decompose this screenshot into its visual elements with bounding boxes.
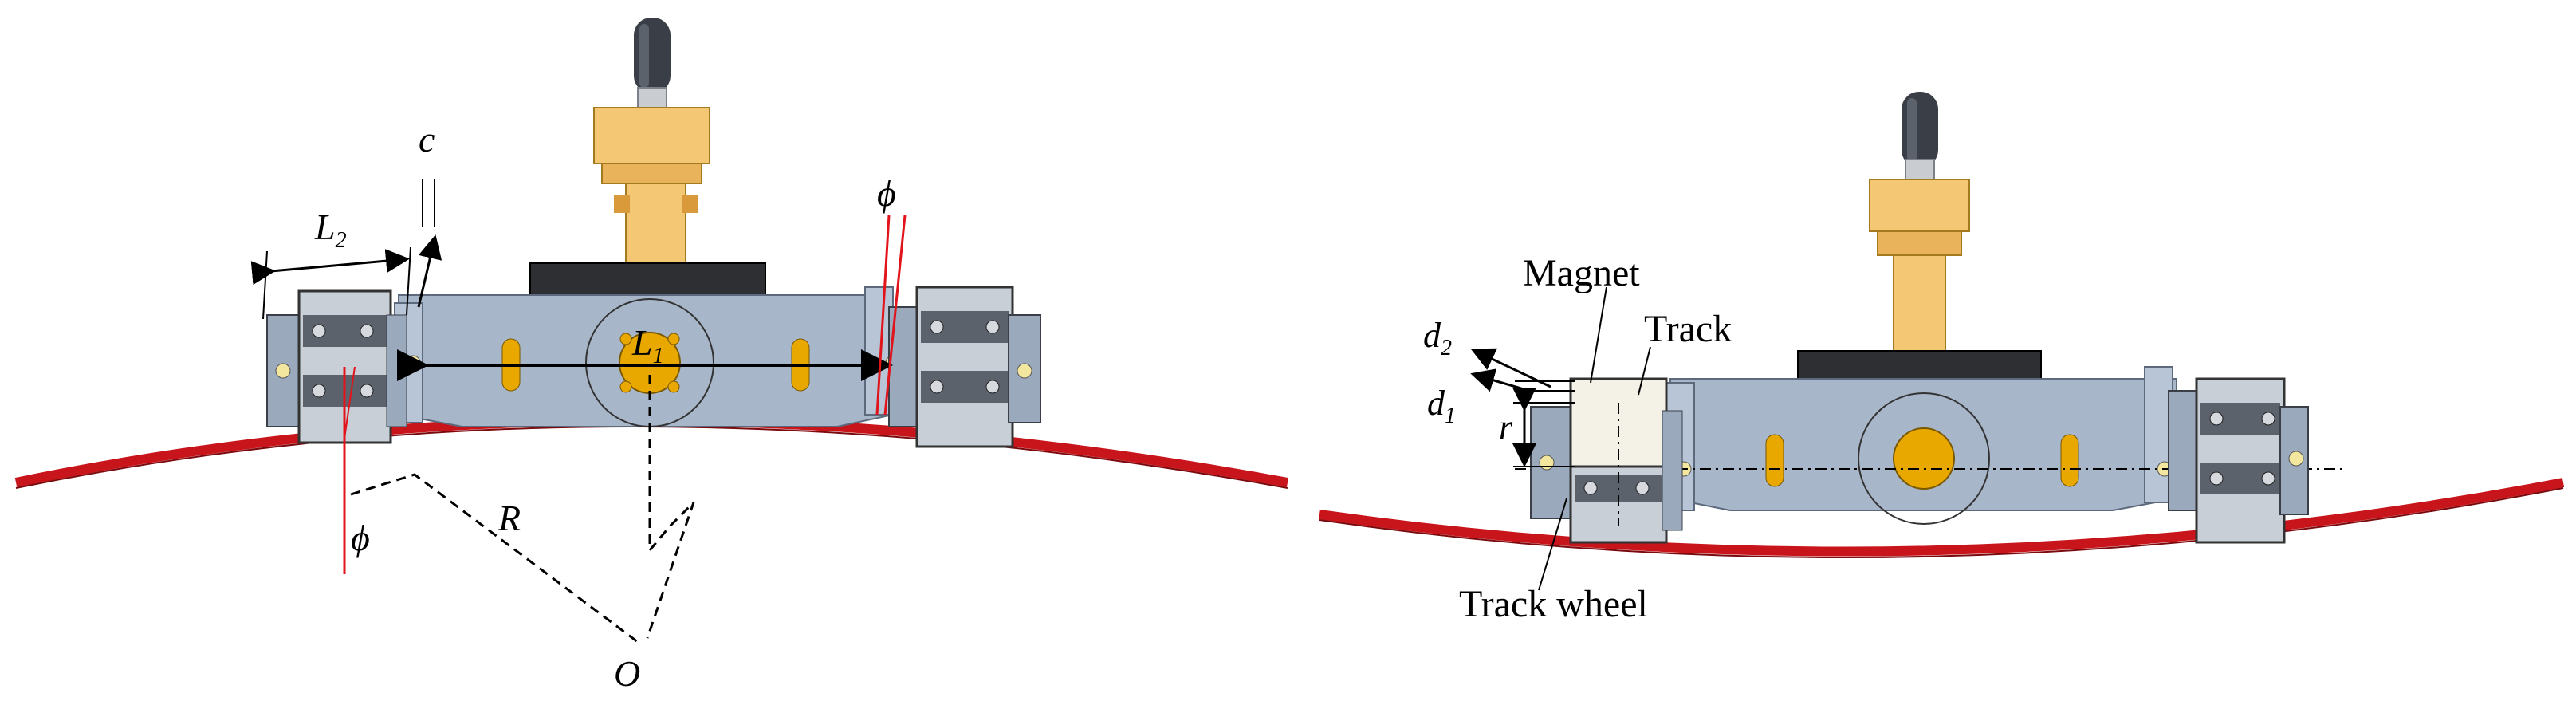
label-r: r: [1499, 408, 1513, 447]
label-o-center: O: [614, 653, 640, 694]
right-rail-surface: [1319, 478, 2565, 557]
l2-dimension-line: [250, 249, 410, 286]
right-arm-assembly: [1869, 92, 1970, 360]
label-magnet: Magnet: [1523, 252, 1640, 294]
left-rail-surface: [14, 416, 1289, 487]
label-l1: L1: [631, 322, 664, 368]
phi-line-top: [875, 215, 891, 416]
label-d2: d2: [1423, 316, 1452, 360]
right-track-module-left: [1530, 377, 1683, 544]
left-track-module-left: [266, 289, 407, 444]
label-d1: d1: [1427, 384, 1456, 428]
right-diagram: Magnet Track Track wheel d2 d1 r: [1319, 92, 2565, 625]
label-c: c: [419, 119, 435, 160]
left-arm-assembly: [593, 18, 710, 272]
label-track-wheel: Track wheel: [1459, 583, 1648, 625]
left-track-module-right: [888, 286, 1041, 448]
label-phi-top: ϕ: [877, 173, 896, 214]
label-l2: L2: [314, 207, 347, 253]
left-diagram: L1 L2 c ϕ ϕ R O: [14, 18, 1289, 694]
label-r-radius: R: [498, 498, 521, 538]
label-track: Track: [1644, 308, 1732, 350]
right-track-module-right: [2168, 377, 2309, 544]
label-phi-bottom: ϕ: [351, 518, 370, 558]
radius-dashed-lines: [350, 473, 639, 644]
